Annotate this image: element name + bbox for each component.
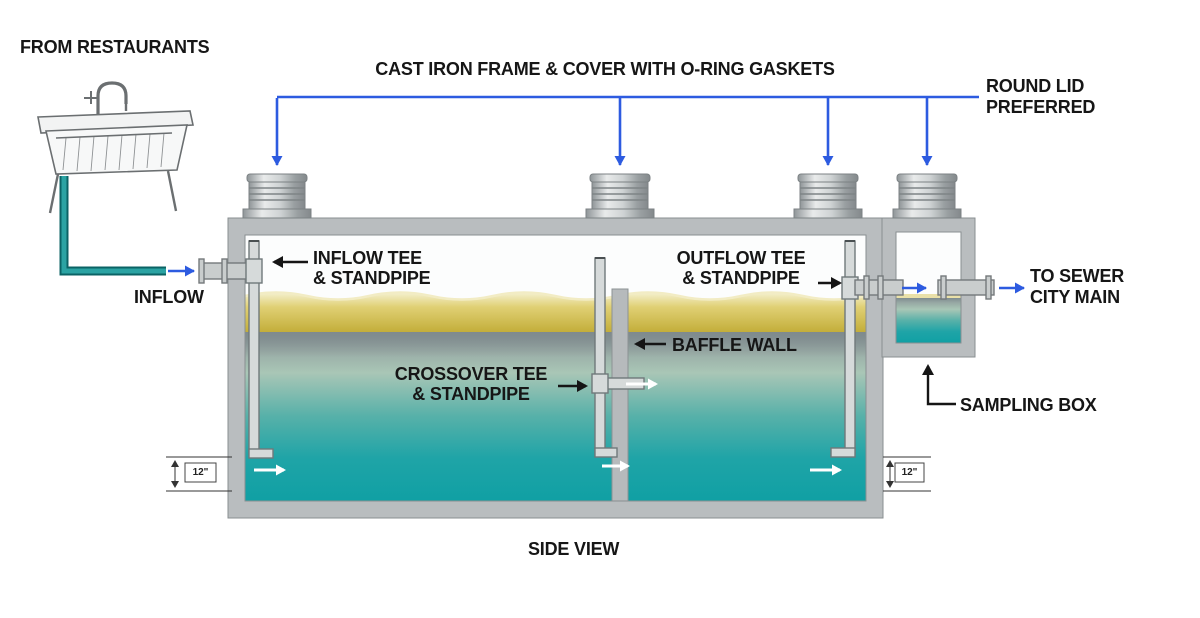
sampling-box-water [896, 298, 961, 343]
label-outflow-tee: OUTFLOW TEE & STANDPIPE [676, 248, 806, 288]
outflow-pipe [854, 275, 904, 300]
black-callout-arrows [272, 256, 956, 406]
label-sampling-box: SAMPLING BOX [960, 395, 1097, 415]
drain-pipe [59, 176, 166, 276]
label-inflow: INFLOW [134, 287, 204, 307]
label-to-sewer: TO SEWER CITY MAIN [1030, 266, 1125, 307]
sewer-outlet-pipe [937, 275, 995, 300]
grease-layer [245, 293, 866, 332]
dimension-marker-left [166, 456, 232, 492]
sampling-box-arrow [922, 364, 956, 406]
sampling-box-grease-line [896, 294, 961, 300]
inflow-standpipe [245, 240, 274, 459]
crossover-standpipe [591, 257, 645, 458]
grease-surface-highlight [244, 291, 866, 301]
label-crossover-tee: CROSSOVER TEE & STANDPIPE [394, 364, 548, 404]
label-round-lid-preferred: ROUND LID PREFERRED [986, 76, 1096, 117]
label-side-view: SIDE VIEW [528, 539, 620, 559]
lid-riser-4-sampling [892, 173, 962, 219]
main-tank-frame [227, 217, 884, 519]
label-baffle-wall: BAFFLE WALL [672, 335, 797, 355]
flow-arrows-white [254, 378, 842, 476]
outflow-standpipe [830, 240, 859, 458]
sink-hatching [62, 132, 165, 172]
inflow-pipe [198, 258, 250, 284]
label-from-restaurants: FROM RESTAURANTS [20, 37, 210, 57]
sink-illustration [37, 81, 194, 214]
dimension-label-left: 12" [192, 467, 209, 478]
blue-callout-lines [168, 95, 1025, 294]
label-cast-iron-cover: CAST IRON FRAME & COVER WITH O-RING GASK… [375, 59, 835, 79]
baffle-wall [611, 288, 629, 502]
label-inflow-tee: INFLOW TEE & STANDPIPE [313, 248, 431, 288]
lid-riser-2 [585, 173, 655, 219]
lid-riser-1 [242, 173, 312, 219]
dimension-marker-right [883, 456, 931, 492]
dimension-label-right: 12" [901, 467, 918, 478]
scum-gray-band [245, 331, 866, 357]
lid-riser-3 [793, 173, 863, 219]
tank-water [245, 330, 866, 501]
